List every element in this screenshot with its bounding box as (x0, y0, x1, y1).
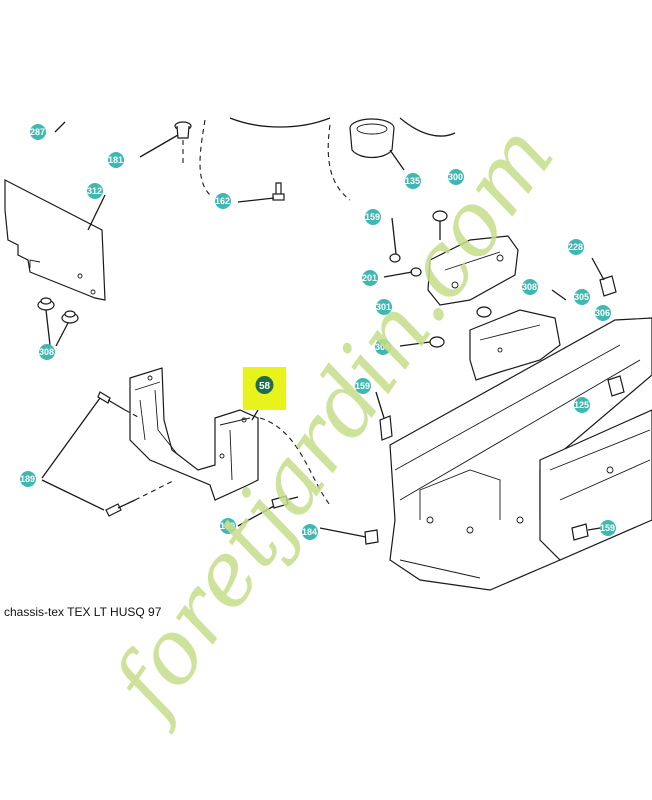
callout-marker (595, 305, 611, 321)
callout-label: 159 (600, 523, 615, 533)
callout-189-left[interactable]: 189 (20, 471, 36, 487)
callout-label: 305 (574, 292, 589, 302)
callout-label: 308 (522, 282, 537, 292)
callout-label: 306 (595, 308, 610, 318)
callout-label: 201 (362, 273, 377, 283)
callout-label: 312 (87, 186, 102, 196)
callout-305[interactable]: 305 (574, 289, 590, 305)
callout-300[interactable]: 300 (448, 169, 464, 185)
callout-marker (108, 152, 124, 168)
bracket-58 (129, 367, 259, 501)
callout-306[interactable]: 306 (595, 305, 611, 321)
callout-marker (365, 209, 381, 225)
callout-label: 135 (405, 176, 420, 186)
bushing-308-left (37, 297, 79, 347)
callout-label: 181 (108, 155, 123, 165)
callout-label: 125 (574, 400, 589, 410)
callout-label: 189 (20, 474, 35, 484)
callout-308-left[interactable]: 308 (39, 344, 55, 360)
callout-label: 287 (30, 127, 45, 137)
callout-label: 189 (220, 521, 235, 531)
callout-marker (220, 518, 236, 534)
bracket-305 (399, 289, 567, 381)
callout-marker (355, 378, 371, 394)
callout-marker (600, 520, 616, 536)
callout-marker (30, 124, 46, 140)
callout-label: 228 (568, 242, 583, 252)
callout-312[interactable]: 312 (87, 183, 103, 199)
callout-159-bottom[interactable]: 159 (600, 520, 616, 536)
bolt-228 (591, 257, 617, 297)
callout-159-mid[interactable]: 159 (355, 378, 371, 394)
callout-marker (215, 193, 231, 209)
diagram-caption: chassis-tex TEX LT HUSQ 97 (4, 605, 162, 619)
callout-308-right[interactable]: 308 (522, 279, 538, 295)
callout-marker (87, 183, 103, 199)
callout-label: 300 (448, 172, 463, 182)
callout-marker (39, 344, 55, 360)
callout-135[interactable]: 135 (405, 173, 421, 189)
callout-marker (376, 299, 392, 315)
bolts-189 (41, 391, 331, 527)
callout-marker (302, 524, 318, 540)
chassis-frame (319, 317, 652, 591)
panel-312 (4, 179, 106, 301)
screw-162 (237, 182, 285, 203)
callout-228[interactable]: 228 (568, 239, 584, 255)
callout-287[interactable]: 287 (30, 124, 46, 140)
highlight-label: 58 (259, 381, 271, 392)
callout-marker (375, 339, 391, 355)
highlighted-callout-58[interactable]: 58 (243, 367, 286, 410)
callout-label: 162 (215, 196, 230, 206)
callout-marker (574, 397, 590, 413)
callout-marker (405, 173, 421, 189)
callout-201[interactable]: 201 (362, 270, 378, 286)
callout-marker (362, 270, 378, 286)
pulley-135 (349, 118, 405, 171)
callout-label: 184 (302, 527, 317, 537)
engine-outline (54, 117, 456, 201)
callout-159-top[interactable]: 159 (365, 209, 381, 225)
callout-184[interactable]: 184 (302, 524, 318, 540)
callout-125[interactable]: 125 (574, 397, 590, 413)
callout-label: 308 (375, 342, 390, 352)
callout-marker (574, 289, 590, 305)
callout-162[interactable]: 162 (215, 193, 231, 209)
highlight-marker (255, 376, 274, 394)
callout-marker (568, 239, 584, 255)
bracket-301 (383, 210, 519, 306)
callout-marker (522, 279, 538, 295)
callout-189-center[interactable]: 189 (220, 518, 236, 534)
callout-label: 301 (376, 302, 391, 312)
callout-label: 159 (355, 381, 370, 391)
callout-marker (448, 169, 464, 185)
callout-301[interactable]: 301 (376, 299, 392, 315)
callout-181[interactable]: 181 (108, 152, 124, 168)
callout-label: 159 (365, 212, 380, 222)
callout-label: 308 (39, 347, 54, 357)
bolt-181 (139, 121, 192, 165)
callout-marker (20, 471, 36, 487)
callout-308-center[interactable]: 308 (375, 339, 391, 355)
